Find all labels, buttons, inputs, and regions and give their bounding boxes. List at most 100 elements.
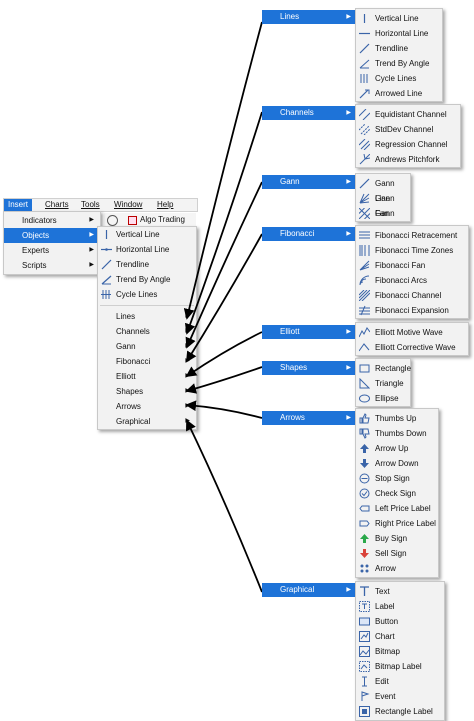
objects-group-channels[interactable]: Channels▶	[116, 327, 190, 336]
graphical-item-rectangle-label[interactable]: Rectangle Label	[356, 704, 444, 719]
channels-header[interactable]: Channels▶	[262, 106, 356, 120]
fibonacci-item-channel[interactable]: Fibonacci Channel	[356, 288, 468, 303]
fibonacci-item-time-zones[interactable]: Fibonacci Time Zones	[356, 243, 468, 258]
objects-group-fibonacci[interactable]: Fibonacci▶	[116, 357, 190, 366]
graphical-item-event[interactable]: Event	[356, 689, 444, 704]
objects-item-trendline[interactable]: Trendline	[98, 257, 196, 272]
graphical-item-text[interactable]: Text	[356, 584, 444, 599]
elliott-item-corrective[interactable]: Elliott Corrective Wave	[356, 340, 468, 355]
gann-header[interactable]: Gann▶	[262, 175, 356, 189]
fibonacci-item-arcs[interactable]: Fibonacci Arcs	[356, 273, 468, 288]
shapes-header[interactable]: Shapes▶	[262, 361, 356, 375]
gann-fan-icon	[359, 193, 370, 204]
channels-item-regression[interactable]: Regression Channel	[356, 137, 460, 152]
equidistant-channel-icon	[359, 109, 370, 120]
objects-item-cycle-lines[interactable]: Cycle Lines	[98, 287, 196, 302]
arrows-item-right-price-label[interactable]: Right Price Label	[356, 516, 438, 531]
objects-group-arrows[interactable]: Arrows▶	[116, 402, 190, 411]
arrows-item-arrow[interactable]: Arrow	[356, 561, 438, 576]
menu-insert[interactable]: Insert	[4, 199, 33, 211]
gann-submenu: Gann Line Gann Fan Gann Grid	[355, 173, 411, 233]
graphical-item-chart[interactable]: Chart	[356, 629, 444, 644]
objects-group-gann[interactable]: Gann▶	[116, 342, 190, 351]
graphical-item-edit[interactable]: Edit	[356, 674, 444, 689]
arrows-item-thumbs-up[interactable]: Thumbs Up	[356, 411, 438, 426]
arrows-item-sell-sign[interactable]: Sell Sign	[356, 546, 438, 561]
insert-item-experts[interactable]: Experts▶	[22, 246, 94, 255]
elliott-item-motive[interactable]: Elliott Motive Wave	[356, 325, 468, 340]
fibonacci-item-fan[interactable]: Fibonacci Fan	[356, 258, 468, 273]
insert-item-indicators[interactable]: Indicators▶	[22, 216, 94, 225]
arrows-item-thumbs-down[interactable]: Thumbs Down	[356, 426, 438, 441]
horizontal-line-icon	[101, 248, 112, 251]
stddev-channel-icon	[359, 124, 370, 135]
objects-group-elliott[interactable]: Elliott▶	[116, 372, 190, 381]
arrow-icon	[360, 564, 369, 573]
graphical-item-label[interactable]: Label	[356, 599, 444, 614]
graphical-item-bitmap-label[interactable]: Bitmap Label	[356, 659, 444, 674]
menu-tools[interactable]: Tools	[81, 200, 100, 209]
algo-trading-button[interactable]: Algo Trading	[140, 215, 185, 224]
trendline-icon	[101, 259, 112, 270]
menu-charts[interactable]: Charts	[45, 200, 69, 209]
cycle-lines-icon	[101, 290, 111, 299]
connector-channels	[184, 111, 263, 335]
gann-item-grid[interactable]: Gann Grid	[356, 206, 410, 233]
ellipse-icon	[359, 394, 370, 403]
arrows-item-left-price-label[interactable]: Left Price Label	[356, 501, 438, 516]
arrows-item-arrow-up[interactable]: Arrow Up	[356, 441, 438, 456]
menu-window[interactable]: Window	[114, 200, 143, 209]
thumbs-down-icon	[359, 428, 370, 439]
elliott-submenu: Elliott Motive Wave Elliott Corrective W…	[355, 322, 469, 356]
lines-header[interactable]: Lines▶	[262, 10, 356, 24]
graphical-item-bitmap[interactable]: Bitmap	[356, 644, 444, 659]
thumbs-up-icon	[359, 413, 370, 424]
arrows-item-stop-sign[interactable]: Stop Sign	[356, 471, 438, 486]
objects-group-graphical[interactable]: Graphical▶	[116, 417, 190, 426]
shapes-item-ellipse[interactable]: Ellipse	[356, 391, 410, 406]
channels-item-andrews-pitchfork[interactable]: Andrews Pitchfork	[356, 152, 460, 167]
insert-item-objects[interactable]: Objects▶	[4, 228, 100, 243]
lines-submenu: Vertical Line Horizontal Line Trendline …	[355, 8, 443, 102]
objects-item-trend-by-angle[interactable]: Trend By Angle	[98, 272, 196, 287]
elliott-header[interactable]: Elliott▶	[262, 325, 356, 339]
objects-item-horizontal-line[interactable]: Horizontal Line	[98, 242, 196, 257]
fibonacci-arcs-icon	[359, 275, 370, 286]
arrows-header[interactable]: Arrows▶	[262, 411, 356, 425]
lines-item-cycle-lines[interactable]: Cycle Lines	[356, 71, 442, 86]
graphical-header[interactable]: Graphical▶	[262, 583, 356, 597]
horizontal-line-icon	[359, 32, 370, 35]
lines-item-horizontal-line[interactable]: Horizontal Line	[356, 26, 442, 41]
objects-group-shapes[interactable]: Shapes▶	[116, 387, 190, 396]
channels-item-equidistant[interactable]: Equidistant Channel	[356, 107, 460, 122]
gann-item-fan[interactable]: Gann Fan	[356, 191, 410, 218]
triangle-icon	[359, 378, 370, 389]
fibonacci-fan-icon	[359, 260, 370, 271]
lines-item-trend-by-angle[interactable]: Trend By Angle	[356, 56, 442, 71]
arrows-item-check-sign[interactable]: Check Sign	[356, 486, 438, 501]
menu-help[interactable]: Help	[157, 200, 174, 209]
insert-menu: Indicators▶ Objects▶ Experts▶ Scripts▶	[3, 211, 101, 275]
fibonacci-header[interactable]: Fibonacci▶	[262, 227, 356, 241]
cycle-lines-icon	[360, 74, 368, 83]
lines-item-vertical-line[interactable]: Vertical Line	[356, 11, 442, 26]
insert-item-scripts[interactable]: Scripts▶	[22, 261, 94, 270]
rectangle-label-icon	[359, 706, 370, 717]
algo-trading-icon[interactable]	[128, 216, 137, 225]
gann-item-line[interactable]: Gann Line	[356, 176, 410, 203]
fibonacci-item-retracement[interactable]: Fibonacci Retracement	[356, 228, 468, 243]
shapes-item-triangle[interactable]: Triangle	[356, 376, 410, 391]
shapes-item-rectangle[interactable]: Rectangle	[356, 361, 411, 376]
fibonacci-item-expansion[interactable]: Fibonacci Expansion	[356, 303, 468, 318]
graphical-item-button[interactable]: Button	[356, 614, 444, 629]
arrows-item-buy-sign[interactable]: Buy Sign	[356, 531, 438, 546]
channels-item-stddev[interactable]: StdDev Channel	[356, 122, 460, 137]
chart-icon	[359, 631, 370, 642]
buy-sign-icon	[360, 534, 369, 543]
lines-item-arrowed-line[interactable]: Arrowed Line	[356, 86, 442, 101]
lines-item-trendline[interactable]: Trendline	[356, 41, 442, 56]
arrows-item-arrow-down[interactable]: Arrow Down	[356, 456, 438, 471]
arrows-submenu: Thumbs Up Thumbs Down Arrow Up Arrow Dow…	[355, 408, 439, 578]
objects-item-vertical-line[interactable]: Vertical Line	[98, 227, 196, 242]
objects-group-lines[interactable]: Lines▶	[116, 312, 190, 321]
